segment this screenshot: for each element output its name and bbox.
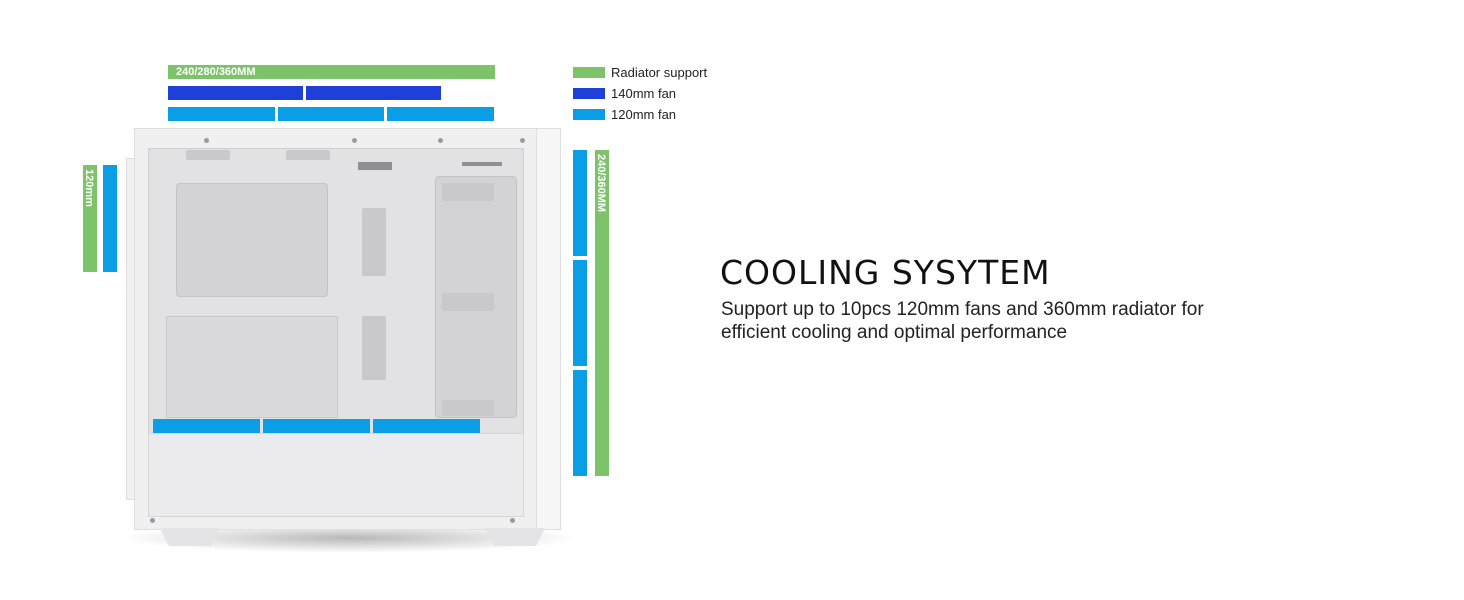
screw-hole [510,518,515,523]
top-radiator-bar: 240/280/360MM [168,65,495,79]
bottom-120mm-fan-2 [263,419,370,433]
grommet-2 [362,316,386,380]
case-foot-front [485,528,545,546]
top-bracket-2 [462,162,502,166]
screw-hole [438,138,443,143]
legend-label-140mm: 140mm fan [611,85,677,101]
bottom-120mm-fan-3 [373,419,480,433]
top-140mm-fan-2 [306,86,441,100]
legend-item-140mm: 140mm fan [573,85,707,101]
cpu-cutout [176,183,328,297]
top-bracket [358,162,392,170]
screw-hole [150,518,155,523]
rear-120mm-fan [103,165,117,272]
front-slot-3 [442,400,494,416]
top-120mm-fan-1 [168,107,275,121]
section-description-line-1: Support up to 10pcs 120mm fans and 360mm… [721,299,1204,320]
psu-shroud [148,433,524,517]
legend-swatch-radiator [573,66,605,78]
top-vent-1 [186,150,230,160]
front-120mm-fan-2 [573,260,587,366]
case-foot-rear [160,528,220,546]
front-radiator-label: 240/360MM [595,154,607,213]
top-vent-2 [286,150,330,160]
top-120mm-fan-3 [387,107,494,121]
screw-hole [520,138,525,143]
front-slot-1 [442,183,494,201]
legend-item-120mm: 120mm fan [573,106,707,122]
rear-fan-label: 120mm [83,169,95,207]
screw-hole [204,138,209,143]
screw-hole [352,138,357,143]
lower-tray [166,316,338,418]
front-120mm-fan-1 [573,150,587,256]
section-title: COOLING SYSYTEM [720,253,1051,292]
legend-swatch-120mm [573,108,605,120]
legend-label-radiator: Radiator support [611,64,708,80]
grommet-1 [362,208,386,276]
top-140mm-fan-1 [168,86,303,100]
bottom-120mm-fan-1 [153,419,260,433]
pc-case-image [120,128,580,558]
legend-label-120mm: 120mm fan [611,106,677,122]
rear-radiator-bar: 120mm [83,165,97,272]
legend-item-radiator: Radiator support [573,64,707,80]
front-120mm-fan-3 [573,370,587,476]
section-description-line-2: efficient cooling and optimal performanc… [721,322,1068,343]
legend: Radiator support 140mm fan 120mm fan [573,64,707,122]
front-slot-2 [442,293,494,311]
top-radiator-label: 240/280/360MM [176,66,256,78]
top-120mm-fan-2 [278,107,384,121]
front-radiator-bar: 240/360MM [595,150,609,476]
legend-swatch-140mm [573,87,605,99]
front-panel [536,128,561,530]
